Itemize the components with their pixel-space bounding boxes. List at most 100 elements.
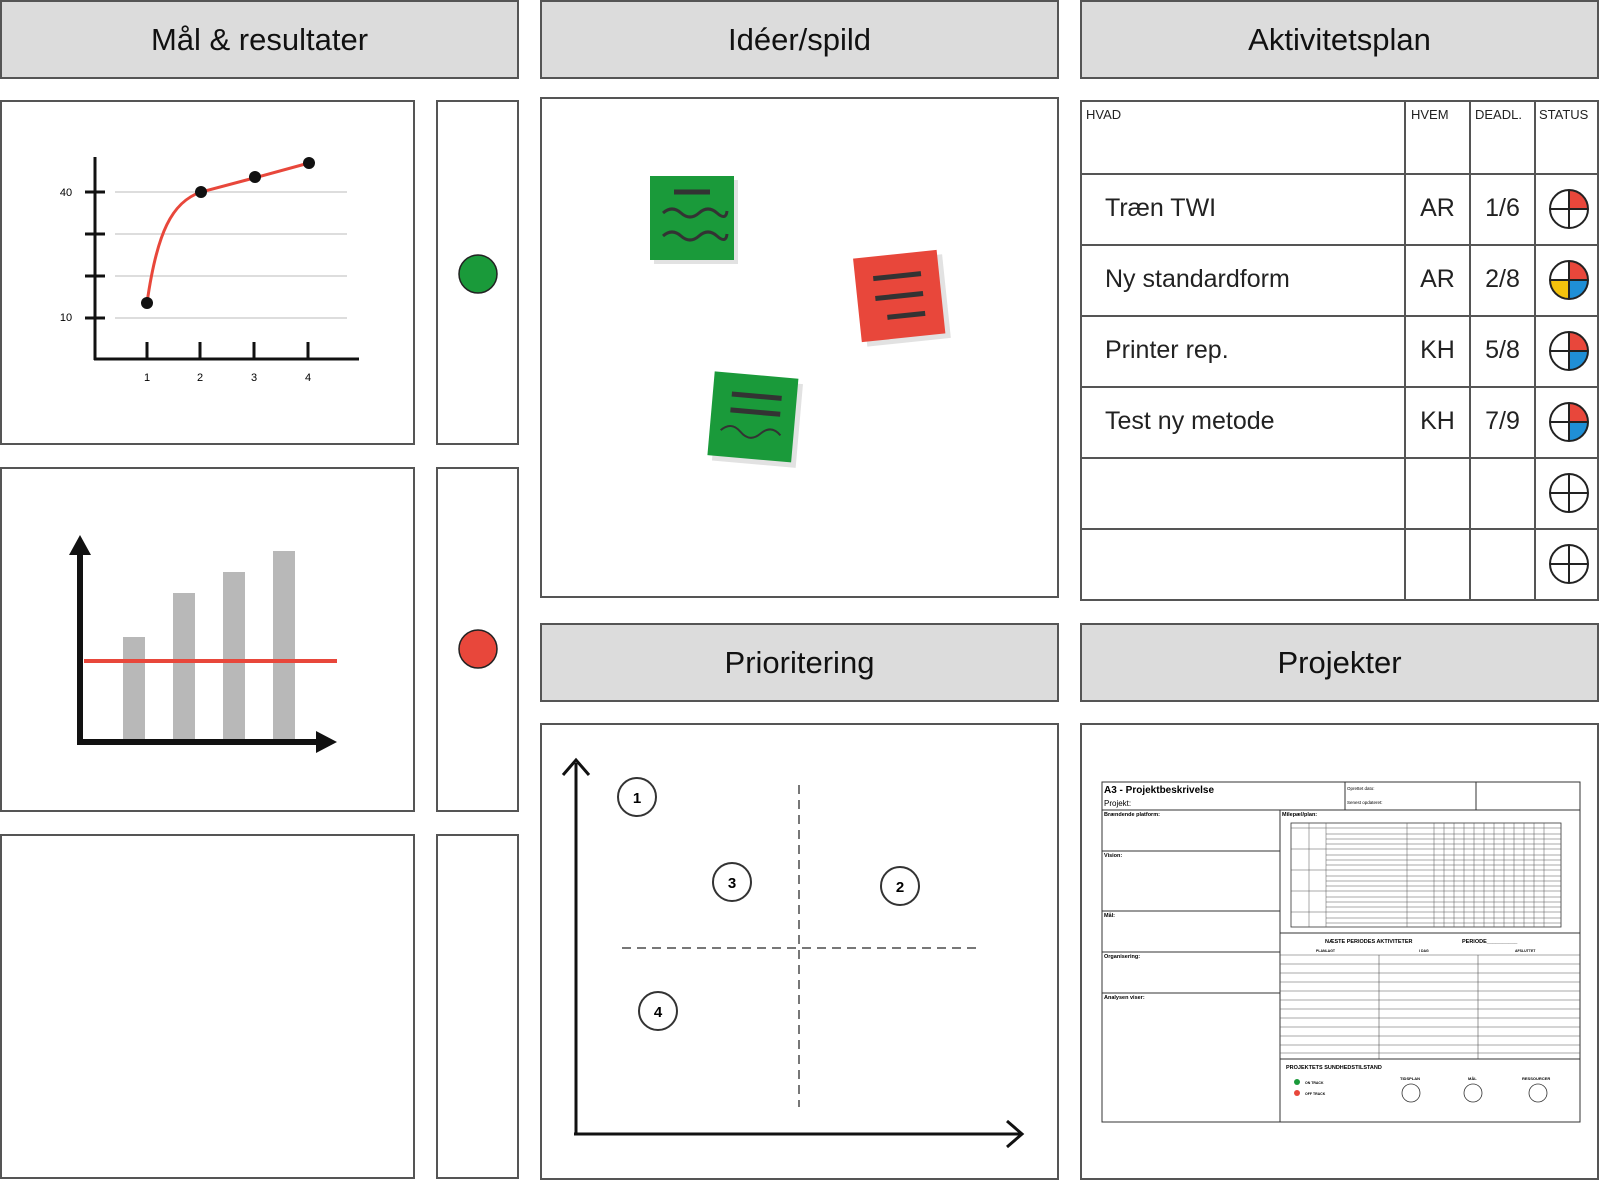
data-point [303,157,315,169]
a3-title: A3 - Projektbeskrivelse [1104,785,1214,796]
row-who: AR [1420,194,1455,222]
row-deadline: 1/6 [1485,194,1520,222]
status-pie-icon [1549,402,1589,442]
row-who: AR [1420,265,1455,293]
goals-status-panel-1 [436,100,519,445]
a3-platform: Brændende platform: [1104,812,1160,818]
column-header-what: HVAD [1086,107,1122,122]
a3-milestones: Milepæl/plan: [1282,812,1317,818]
a3-updated: Senest opdateret: [1347,800,1383,805]
status-pie-icon [1549,473,1589,513]
bar [273,551,295,742]
a3-milestone-grid [1291,823,1561,927]
x-tick-label-1: 1 [144,372,150,384]
a3-activity-grid [1280,954,1580,1059]
x-tick-label-4: 4 [305,372,311,384]
data-point [195,186,207,198]
status-pie-icon [1549,260,1589,300]
goals-status-panel-2 [436,467,519,812]
y-tick-label-40: 40 [60,187,72,199]
row-deadline: 5/8 [1485,336,1520,364]
bar [123,637,145,742]
column-header-status: STATUS [1539,107,1589,122]
bar [223,572,245,742]
priority-label-4: 4 [654,1004,663,1021]
a3-health-circle [1463,1083,1483,1103]
y-axis-arrow-icon [561,757,591,776]
data-point [141,297,153,309]
x-tick-label-2: 2 [197,372,203,384]
priority-marker-2[interactable] [880,866,920,906]
x-tick-label-3: 3 [251,372,257,384]
priority-matrix-panel: 1 2 3 4 [540,723,1059,1180]
a3-goal-short: MÅL [1468,1076,1477,1081]
a3-next-period: NÆSTE PERIODES AKTIVITETER [1325,939,1413,945]
row-deadline: 2/8 [1485,265,1520,293]
ideas-board [540,97,1059,598]
a3-resources: RESSOURCER [1522,1076,1550,1081]
a3-created: Oprettet dato: [1347,786,1375,791]
goals-line-chart-panel: 40 10 1 2 3 4 [0,100,415,445]
status-pie-icon [1549,331,1589,371]
goals-bar-chart [69,535,337,753]
sticky-note-green-2[interactable] [707,371,803,468]
a3-project-form: A3 - Projektbeskrivelse Projekt: Oprette… [1101,781,1581,1123]
a3-done: AFSLUTTET [1515,949,1536,953]
goals-bar-chart-panel [0,467,415,812]
priority-matrix: 1 2 3 4 [561,757,1025,1149]
row-who: KH [1420,336,1455,364]
a3-planned: PLANLAGT [1316,949,1336,953]
a3-goal: Mål: [1104,912,1115,919]
sticky-note-red[interactable] [853,249,951,347]
a3-today: I DAG [1419,949,1429,953]
projects-panel: A3 - Projektbeskrivelse Projekt: Oprette… [1080,723,1599,1180]
goals-line-chart: 40 10 1 2 3 4 [60,157,359,384]
row-what: Printer rep. [1105,336,1229,364]
goals-empty-panel [0,834,415,1179]
y-tick-label-10: 10 [60,312,72,324]
header-projects: Projekter [1080,623,1599,702]
header-priority: Prioritering [540,623,1059,702]
a3-health-circle [1401,1083,1421,1103]
row-who: KH [1420,407,1455,435]
row-deadline: 7/9 [1485,407,1520,435]
row-what: Test ny metode [1105,407,1275,435]
column-header-deadline: DEADL. [1475,107,1522,122]
status-light-red [458,629,498,669]
a3-vision: Vision: [1104,853,1122,859]
a3-schedule: TIDSPLAN [1400,1076,1420,1081]
a3-off-track-dot [1294,1090,1300,1096]
goals-status-panel-3 [436,834,519,1179]
bar [173,593,195,742]
priority-marker-1[interactable] [617,777,657,817]
priority-label-3: 3 [728,875,736,892]
a3-on-track: ON TRACK [1305,1081,1324,1085]
x-axis-arrow-icon [1006,1119,1025,1149]
data-point [249,171,261,183]
priority-marker-4[interactable] [638,991,678,1031]
activity-plan-table: HVAD HVEM DEADL. STATUS Træn TWI AR 1/6 … [1080,100,1599,601]
a3-period: PERIODE__________ [1462,939,1518,945]
y-axis-arrow-icon [69,535,91,555]
header-goals: Mål & resultater [0,0,519,79]
x-axis-arrow-icon [316,731,337,753]
header-activity-plan: Aktivitetsplan [1080,0,1599,79]
priority-label-1: 1 [633,790,641,807]
a3-project: Projekt: [1104,799,1131,808]
a3-on-track-dot [1294,1079,1300,1085]
priority-marker-3[interactable] [712,862,752,902]
a3-organisation: Organisering: [1104,954,1140,960]
priority-label-2: 2 [896,879,904,896]
header-ideas: Idéer/spild [540,0,1059,79]
status-light-green [458,254,498,294]
a3-off-track: OFF TRACK [1305,1092,1326,1096]
a3-health-circle [1528,1083,1548,1103]
status-pie-icon [1549,189,1589,229]
status-pie-icon [1549,544,1589,584]
row-what: Ny standardform [1105,265,1290,293]
a3-health: PROJEKTETS SUNDHEDSTILSTAND [1286,1065,1382,1071]
a3-analysis: Analysen viser: [1104,995,1145,1001]
sticky-note-green-1[interactable] [650,176,738,264]
row-what: Træn TWI [1105,194,1217,222]
column-header-who: HVEM [1411,107,1449,122]
